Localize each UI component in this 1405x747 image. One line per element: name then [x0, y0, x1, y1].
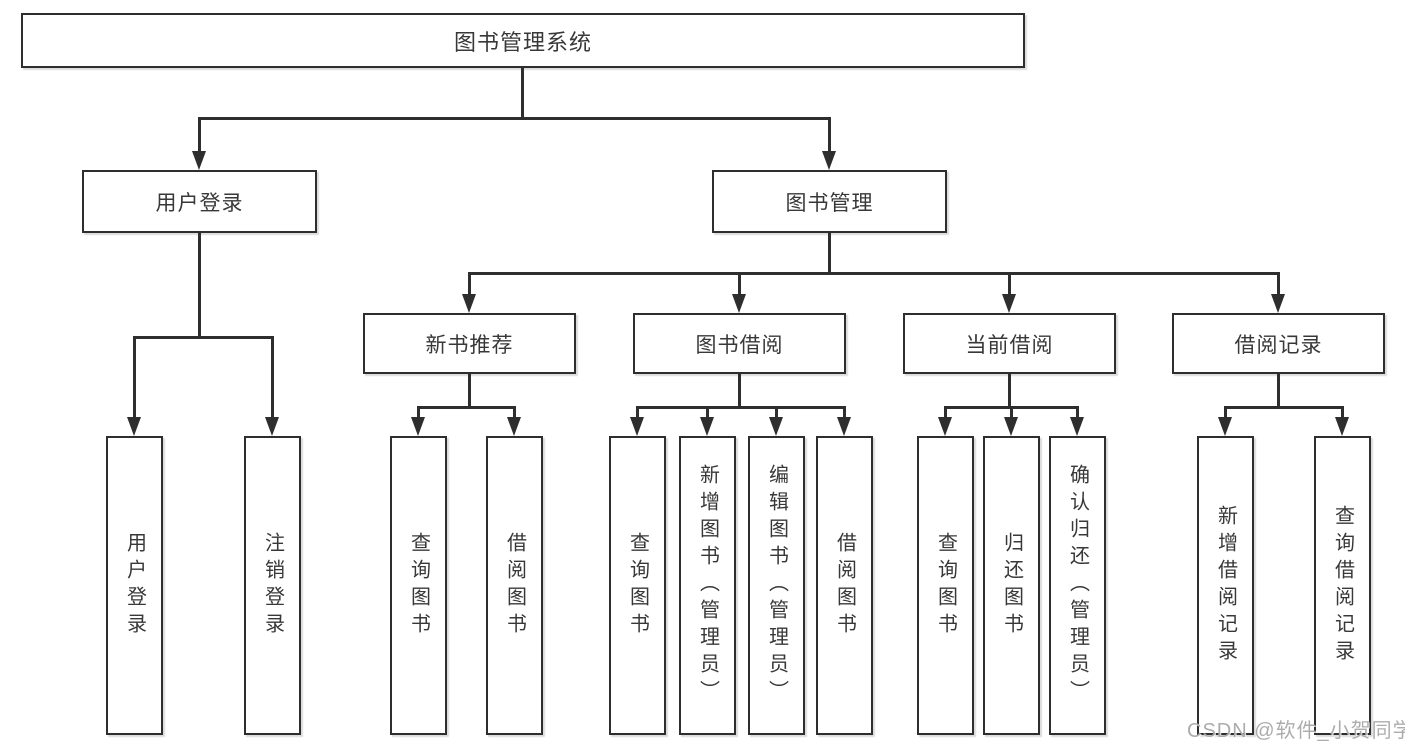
node-library-management-system: 图书管理系统 — [21, 13, 1025, 68]
node-label: 图书借阅 — [695, 333, 784, 357]
connector-line — [738, 374, 741, 406]
node-book-management: 图书管理 — [712, 170, 947, 233]
node-label: 用户登录 — [155, 191, 244, 215]
arrow-down-icon — [1335, 417, 1349, 436]
connector-line — [417, 406, 516, 409]
node-label: 编辑图书（管理员） — [765, 464, 788, 707]
node-label: 借阅图书 — [503, 531, 526, 640]
node-book-borrowing: 图书借阅 — [633, 313, 846, 374]
node-borrowing-records: 借阅记录 — [1172, 313, 1385, 374]
connector-line — [944, 406, 947, 417]
connector-line — [738, 272, 741, 294]
connector-line — [636, 406, 639, 417]
node-label: 查询借阅记录 — [1331, 504, 1354, 667]
connector-line — [1008, 374, 1011, 406]
leaf-return-books: 归还图书 — [983, 436, 1040, 735]
connector-line — [1277, 374, 1280, 406]
arrow-down-icon — [127, 417, 141, 436]
connector-line — [198, 117, 831, 120]
node-label: 图书管理系统 — [453, 29, 592, 55]
node-label: 借阅图书 — [833, 531, 856, 640]
connector-line — [843, 406, 846, 417]
node-label: 查询图书 — [934, 531, 957, 640]
watermark-text: CSDN @软件_小贺同学 — [1187, 720, 1405, 742]
node-label: 新增借阅记录 — [1214, 504, 1237, 667]
leaf-add-borrow-record: 新增借阅记录 — [1197, 436, 1254, 735]
connector-line — [468, 374, 471, 406]
node-label: 查询图书 — [407, 531, 430, 640]
connector-line — [828, 117, 831, 151]
connector-line — [1076, 406, 1079, 417]
leaf-query-books-2: 查询图书 — [609, 436, 666, 735]
connector-line — [133, 336, 136, 417]
node-label: 确认归还（管理员） — [1066, 464, 1089, 707]
arrow-down-icon — [1271, 294, 1285, 313]
arrow-down-icon — [700, 417, 714, 436]
connector-line — [1224, 406, 1227, 417]
leaf-query-borrow-record: 查询借阅记录 — [1314, 436, 1371, 735]
node-label: 图书管理 — [785, 191, 874, 215]
connector-line — [706, 406, 709, 417]
arrow-down-icon — [265, 417, 279, 436]
connector-line — [1277, 272, 1280, 294]
connector-line — [271, 336, 274, 417]
connector-line — [775, 406, 778, 417]
arrow-down-icon — [411, 417, 425, 436]
arrow-down-icon — [1218, 417, 1232, 436]
arrow-down-icon — [732, 294, 746, 313]
node-label: 归还图书 — [1000, 531, 1023, 640]
arrow-down-icon — [507, 417, 521, 436]
connector-line — [133, 336, 274, 339]
connector-line — [417, 406, 420, 417]
leaf-query-books: 查询图书 — [390, 436, 447, 735]
leaf-add-book-admin: 新增图书（管理员） — [679, 436, 736, 735]
connector-line — [468, 272, 471, 294]
arrow-down-icon — [192, 151, 206, 170]
node-label: 查询图书 — [626, 531, 649, 640]
leaf-edit-book-admin: 编辑图书（管理员） — [748, 436, 805, 735]
connector-line — [468, 272, 1280, 275]
leaf-borrow-books-2: 借阅图书 — [816, 436, 873, 735]
connector-line — [521, 68, 524, 117]
connector-line — [1010, 406, 1013, 417]
arrow-down-icon — [1004, 417, 1018, 436]
connector-line — [636, 406, 846, 409]
arrow-down-icon — [1002, 294, 1016, 313]
connector-line — [513, 406, 516, 417]
node-label: 用户登录 — [123, 531, 146, 640]
arrow-down-icon — [630, 417, 644, 436]
connector-line — [198, 117, 201, 151]
leaf-confirm-return-admin: 确认归还（管理员） — [1049, 436, 1106, 735]
connector-line — [1224, 406, 1344, 409]
connector-line — [1008, 272, 1011, 294]
connector-line — [198, 233, 201, 336]
connector-line — [1341, 406, 1344, 417]
leaf-logout: 注销登录 — [244, 436, 301, 735]
node-user-login: 用户登录 — [82, 170, 317, 233]
arrow-down-icon — [938, 417, 952, 436]
node-label: 注销登录 — [261, 531, 284, 640]
leaf-query-books-3: 查询图书 — [917, 436, 974, 735]
node-label: 当前借阅 — [965, 333, 1054, 357]
node-current-borrowing: 当前借阅 — [903, 313, 1116, 374]
arrow-down-icon — [769, 417, 783, 436]
arrow-down-icon — [1070, 417, 1084, 436]
node-label: 新增图书（管理员） — [696, 464, 719, 707]
arrow-down-icon — [822, 151, 836, 170]
leaf-borrow-books: 借阅图书 — [486, 436, 543, 735]
leaf-user-login: 用户登录 — [106, 436, 163, 735]
node-label: 新书推荐 — [425, 333, 514, 357]
arrow-down-icon — [837, 417, 851, 436]
arrow-down-icon — [462, 294, 476, 313]
connector-line — [828, 233, 831, 272]
node-new-book-recommend: 新书推荐 — [363, 313, 576, 374]
node-label: 借阅记录 — [1234, 333, 1323, 357]
